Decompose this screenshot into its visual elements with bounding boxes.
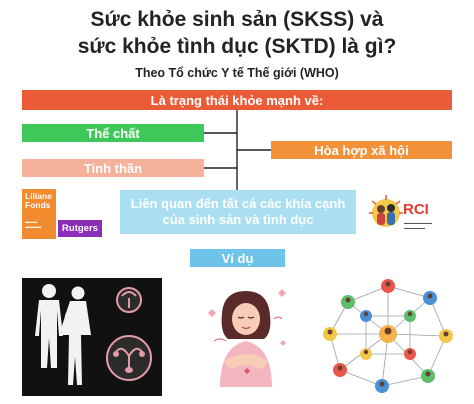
subtitle: Theo Tổ chức Y tế Thế giới (WHO) (135, 66, 339, 80)
title-line-2: sức khỏe tình dục (SKTD) là gì? (77, 35, 397, 58)
self-care-illustration (208, 289, 286, 387)
main-state-bar: Là trạng thái khỏe mạnh về: (22, 90, 452, 110)
related-line-1: Liên quan đến tất cả các khía cạnh (130, 195, 346, 211)
title-line-1: Sức khỏe sinh sản (SKSS) và (90, 8, 384, 31)
rci-logo-text: RCI (403, 201, 429, 218)
liliane-fonds-tagline-mark: ▬▬▬▬▬▬▬ (25, 218, 41, 229)
social-harmony-bar: Hòa hợp xã hội (271, 141, 452, 159)
related-aspects-box: Liên quan đến tất cả các khía cạnh của s… (120, 190, 356, 234)
liliane-fonds-logo: Liliane Fonds ▬▬▬▬▬▬▬ (22, 189, 56, 239)
example-bar: Ví dụ (190, 249, 285, 267)
rci-logo-mark (369, 195, 403, 227)
anatomy-illustration (22, 278, 162, 396)
rutgers-logo: Rutgers (58, 220, 102, 237)
liliane-fonds-logo-line-1: Liliane (25, 191, 52, 201)
liliane-fonds-logo-line-2: Fonds (25, 199, 51, 210)
mental-bar: Tinh thần (22, 159, 204, 177)
physical-bar: Thể chất (22, 124, 204, 142)
related-line-2: của sinh sản và tình dục (162, 212, 314, 227)
rci-tagline-mark: ▬▬▬▬▬▬▬▬▬▬▬▬▬▬ (404, 221, 432, 230)
social-network-illustration (323, 279, 453, 393)
